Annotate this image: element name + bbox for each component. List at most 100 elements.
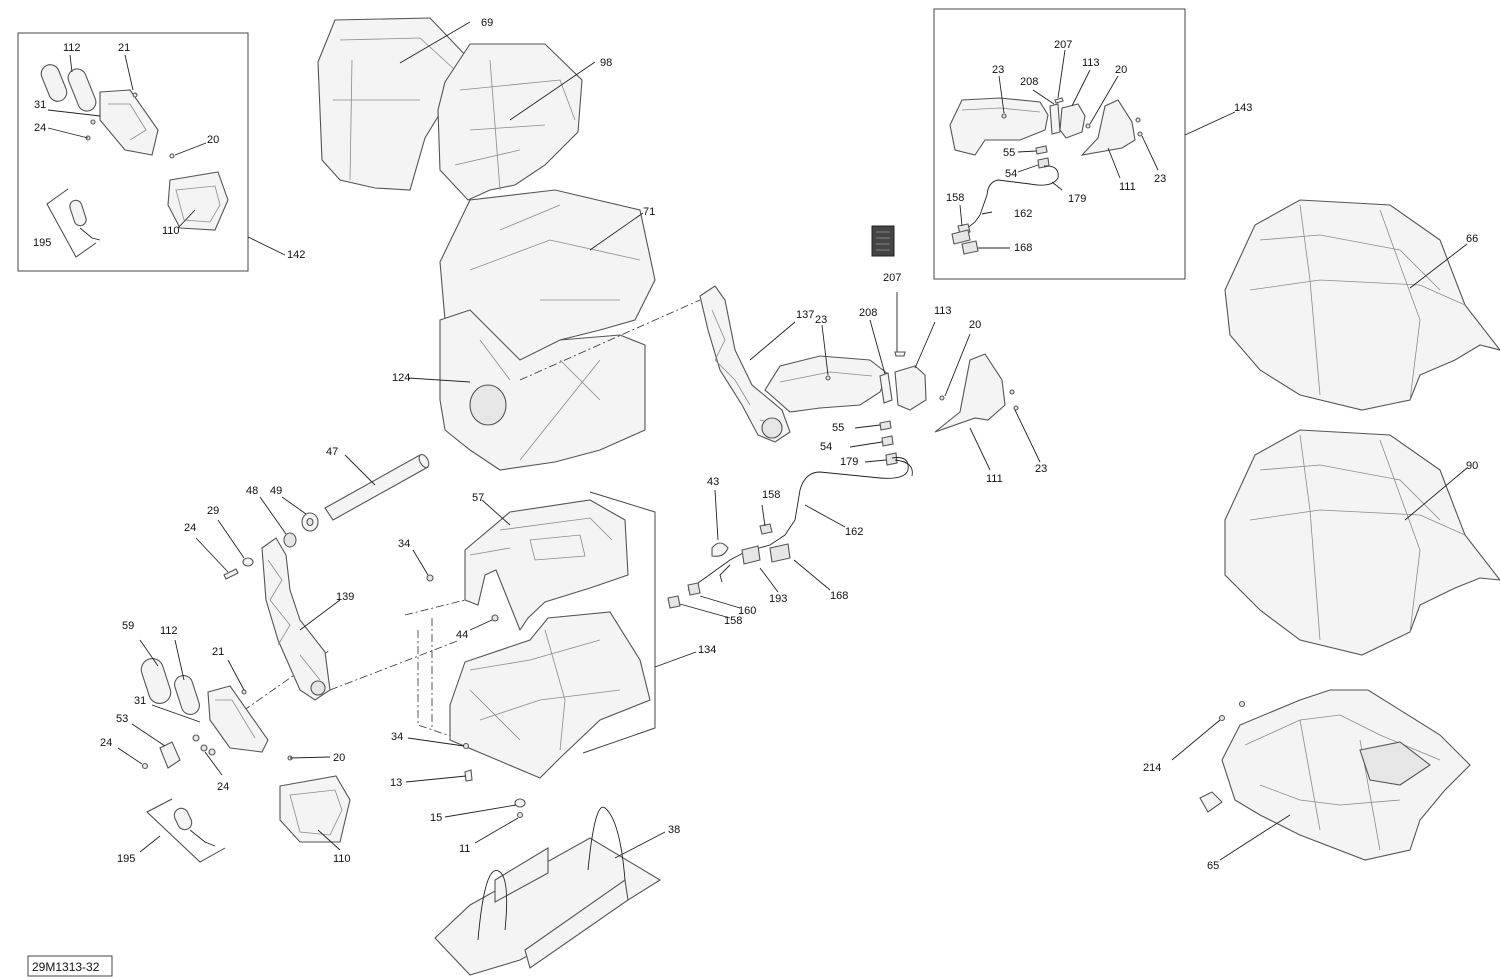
backrest-pad-71 — [439, 189, 656, 376]
armrest-arm-139 — [261, 537, 341, 701]
callout-55a: 55 — [832, 422, 844, 434]
kit-box-143 — [933, 8, 1236, 280]
kit-bracket-195 — [139, 798, 226, 863]
callout-31b: 31 — [134, 695, 146, 707]
callout-195b: 195 — [117, 853, 135, 865]
callout-20d: 20 — [1115, 64, 1127, 76]
callout-57: 57 — [472, 492, 484, 504]
callout-24c: 24 — [217, 781, 229, 793]
callout-207b: 207 — [1054, 39, 1072, 51]
callout-112a: 112 — [63, 42, 81, 54]
callout-193: 193 — [769, 593, 787, 605]
callout-24d: 24 — [34, 122, 46, 134]
callout-29: 29 — [207, 505, 219, 517]
callout-195a: 195 — [33, 237, 51, 249]
seat-90 — [1224, 429, 1500, 656]
callout-23c: 23 — [992, 64, 1004, 76]
callout-179b: 179 — [1068, 193, 1086, 205]
callout-labels: 69 98 71 124 47 49 48 29 24 34 57 139 44… — [33, 17, 1478, 872]
callout-24a: 24 — [184, 522, 196, 534]
washer-49 — [281, 496, 319, 532]
callout-11: 11 — [459, 843, 470, 855]
backrest-shell-124 — [407, 309, 646, 471]
callout-143: 143 — [1234, 102, 1252, 114]
kit-bracket-195-small — [46, 188, 97, 258]
backrest-cover-69 — [317, 17, 471, 191]
callout-162a: 162 — [845, 526, 863, 538]
kit-142-parts — [40, 54, 229, 241]
armrest-pad-23 — [764, 324, 889, 413]
seat-66 — [1224, 199, 1500, 411]
backrest-frame-98 — [437, 43, 596, 201]
callout-48: 48 — [246, 485, 258, 497]
callout-110a: 110 — [162, 225, 180, 237]
callout-15: 15 — [430, 812, 442, 824]
callout-53: 53 — [116, 713, 128, 725]
callout-55b: 55 — [1003, 147, 1015, 159]
heater-wiring — [667, 420, 913, 619]
callout-54a: 54 — [820, 441, 832, 453]
callout-21a: 21 — [118, 42, 130, 54]
warning-label — [871, 225, 895, 257]
armrest-arm-137 — [699, 285, 796, 443]
callout-162b: 162 — [1014, 208, 1032, 220]
callout-113b: 113 — [1082, 57, 1100, 69]
callout-20b: 20 — [969, 319, 981, 331]
callout-139: 139 — [336, 591, 354, 603]
callout-54b: 54 — [1005, 168, 1017, 180]
callout-44: 44 — [456, 629, 468, 641]
storage-bag-38 — [434, 806, 666, 976]
callout-179a: 179 — [840, 456, 858, 468]
callout-34a: 34 — [398, 538, 410, 550]
callout-47: 47 — [326, 446, 338, 458]
callout-23b: 23 — [1035, 463, 1047, 475]
callout-111a: 111 — [986, 473, 1003, 485]
callout-38: 38 — [668, 824, 680, 836]
armrest-left-parts — [117, 639, 351, 851]
callout-71: 71 — [643, 206, 655, 218]
callout-168b: 168 — [1014, 242, 1032, 254]
kit-box-142 — [17, 32, 286, 272]
callout-98: 98 — [600, 57, 612, 69]
callout-31a: 31 — [34, 99, 46, 111]
figure-code-box: 29M1313-32 — [27, 955, 113, 977]
callout-134: 134 — [698, 644, 716, 656]
bolt-24a — [195, 537, 239, 580]
callout-20c: 20 — [333, 752, 345, 764]
callout-137: 137 — [796, 309, 814, 321]
shaft-47 — [324, 453, 430, 521]
callout-43: 43 — [707, 476, 719, 488]
washer-29 — [217, 519, 254, 567]
callout-66: 66 — [1466, 233, 1478, 245]
callout-214: 214 — [1143, 762, 1161, 774]
callout-168a: 168 — [830, 590, 848, 602]
upper-housing-57 — [464, 499, 629, 632]
small-fasteners — [405, 549, 526, 844]
callout-207a: 207 — [883, 272, 901, 284]
callout-208b: 208 — [1020, 76, 1038, 88]
callout-142: 142 — [287, 249, 305, 261]
callout-23d: 23 — [1154, 173, 1166, 185]
figure-code: 29M1313-32 — [32, 960, 100, 974]
callout-110b: 110 — [333, 853, 351, 865]
callout-158b: 158 — [724, 615, 742, 627]
callout-34b: 34 — [391, 731, 403, 743]
right-arm-hardware — [869, 292, 1041, 471]
callout-13: 13 — [390, 777, 402, 789]
callout-158c: 158 — [946, 192, 964, 204]
callout-160: 160 — [738, 605, 756, 617]
callout-208a: 208 — [859, 307, 877, 319]
callout-20a: 20 — [207, 134, 219, 146]
callout-124: 124 — [392, 372, 410, 384]
callout-59: 59 — [122, 620, 134, 632]
callout-111b: 111 — [1119, 181, 1136, 193]
callout-158a: 158 — [762, 489, 780, 501]
callout-65: 65 — [1207, 860, 1219, 872]
callout-112b: 112 — [160, 625, 178, 637]
callout-69: 69 — [481, 17, 493, 29]
lower-frame-134 — [449, 611, 651, 779]
callout-113a: 113 — [934, 305, 952, 317]
spacer-48 — [259, 496, 297, 548]
callout-90: 90 — [1466, 460, 1478, 472]
